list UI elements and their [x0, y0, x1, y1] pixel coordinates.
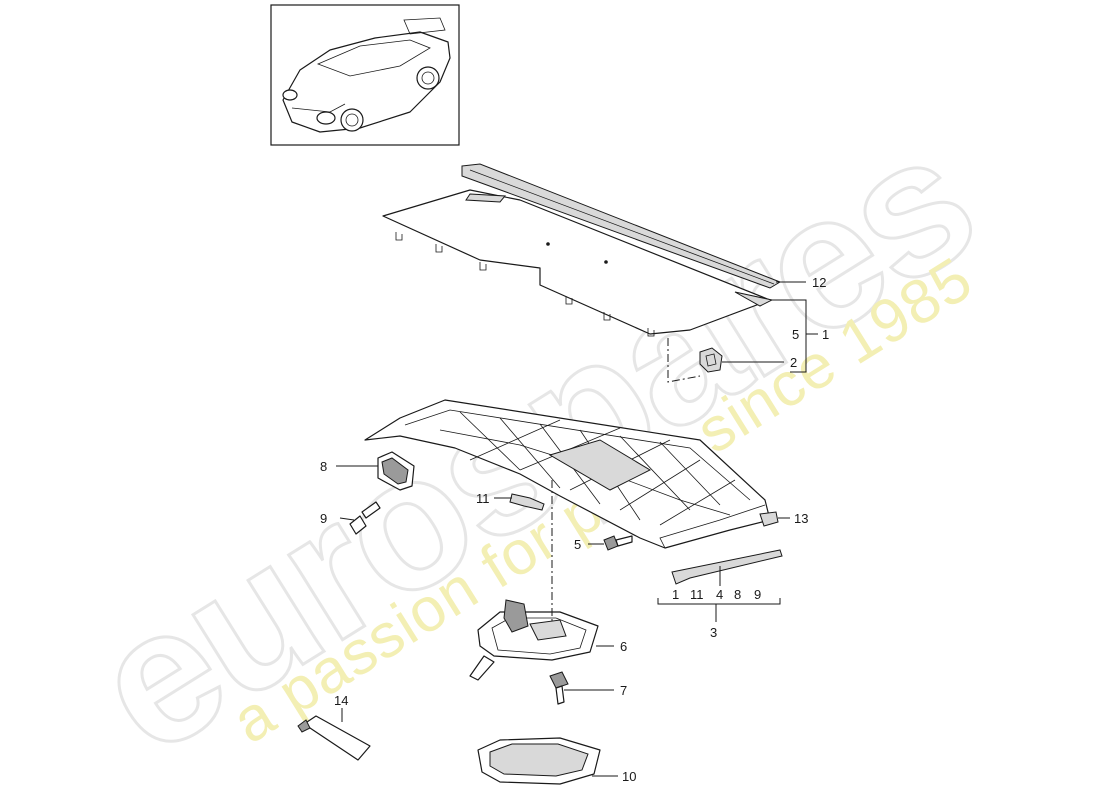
part-10-light-cover — [477, 737, 601, 785]
part-6-light-assembly — [469, 599, 599, 681]
callout-1-headliner: 1 — [822, 327, 829, 342]
callout-9: 9 — [320, 511, 327, 526]
part-7-screw — [549, 671, 569, 705]
part-2-clip — [699, 347, 723, 373]
vehicle-thumbnail — [270, 4, 460, 146]
leader-lines — [336, 281, 818, 777]
callout-14: 14 — [334, 693, 348, 708]
callout-13: 13 — [794, 511, 808, 526]
part-12-trim-strip — [461, 163, 782, 289]
callout-12: 12 — [812, 275, 826, 290]
callout-5-headliner: 5 — [792, 327, 799, 342]
callout-group-9: 9 — [754, 587, 761, 602]
callout-6: 6 — [620, 639, 627, 654]
part-4-cable-trim — [671, 549, 783, 585]
callout-labels: 12 5 1 2 8 9 11 13 5 1 11 4 8 9 3 6 7 14… — [320, 275, 829, 784]
callout-group-1: 1 — [672, 587, 679, 602]
part-5-screw — [603, 535, 633, 551]
callout-10: 10 — [622, 769, 636, 784]
part-9-bolt — [349, 501, 381, 535]
part-11-clip — [509, 493, 545, 511]
part-3-roof-frame — [364, 399, 771, 549]
callout-2: 2 — [790, 355, 797, 370]
callout-group-11: 11 — [690, 587, 704, 602]
callout-5-screw: 5 — [574, 537, 581, 552]
callout-group-8: 8 — [734, 587, 741, 602]
part-14-adhesive-tube — [297, 715, 371, 761]
callout-7: 7 — [620, 683, 627, 698]
callout-8: 8 — [320, 459, 327, 474]
callout-11: 11 — [476, 491, 490, 506]
callout-group-4: 4 — [716, 587, 723, 602]
part-13-end-cap — [759, 511, 779, 527]
callout-3: 3 — [710, 625, 717, 640]
part-1-headliner-panel — [382, 189, 774, 337]
part-8-bracket — [377, 451, 415, 491]
dash-line-clip — [667, 338, 701, 383]
